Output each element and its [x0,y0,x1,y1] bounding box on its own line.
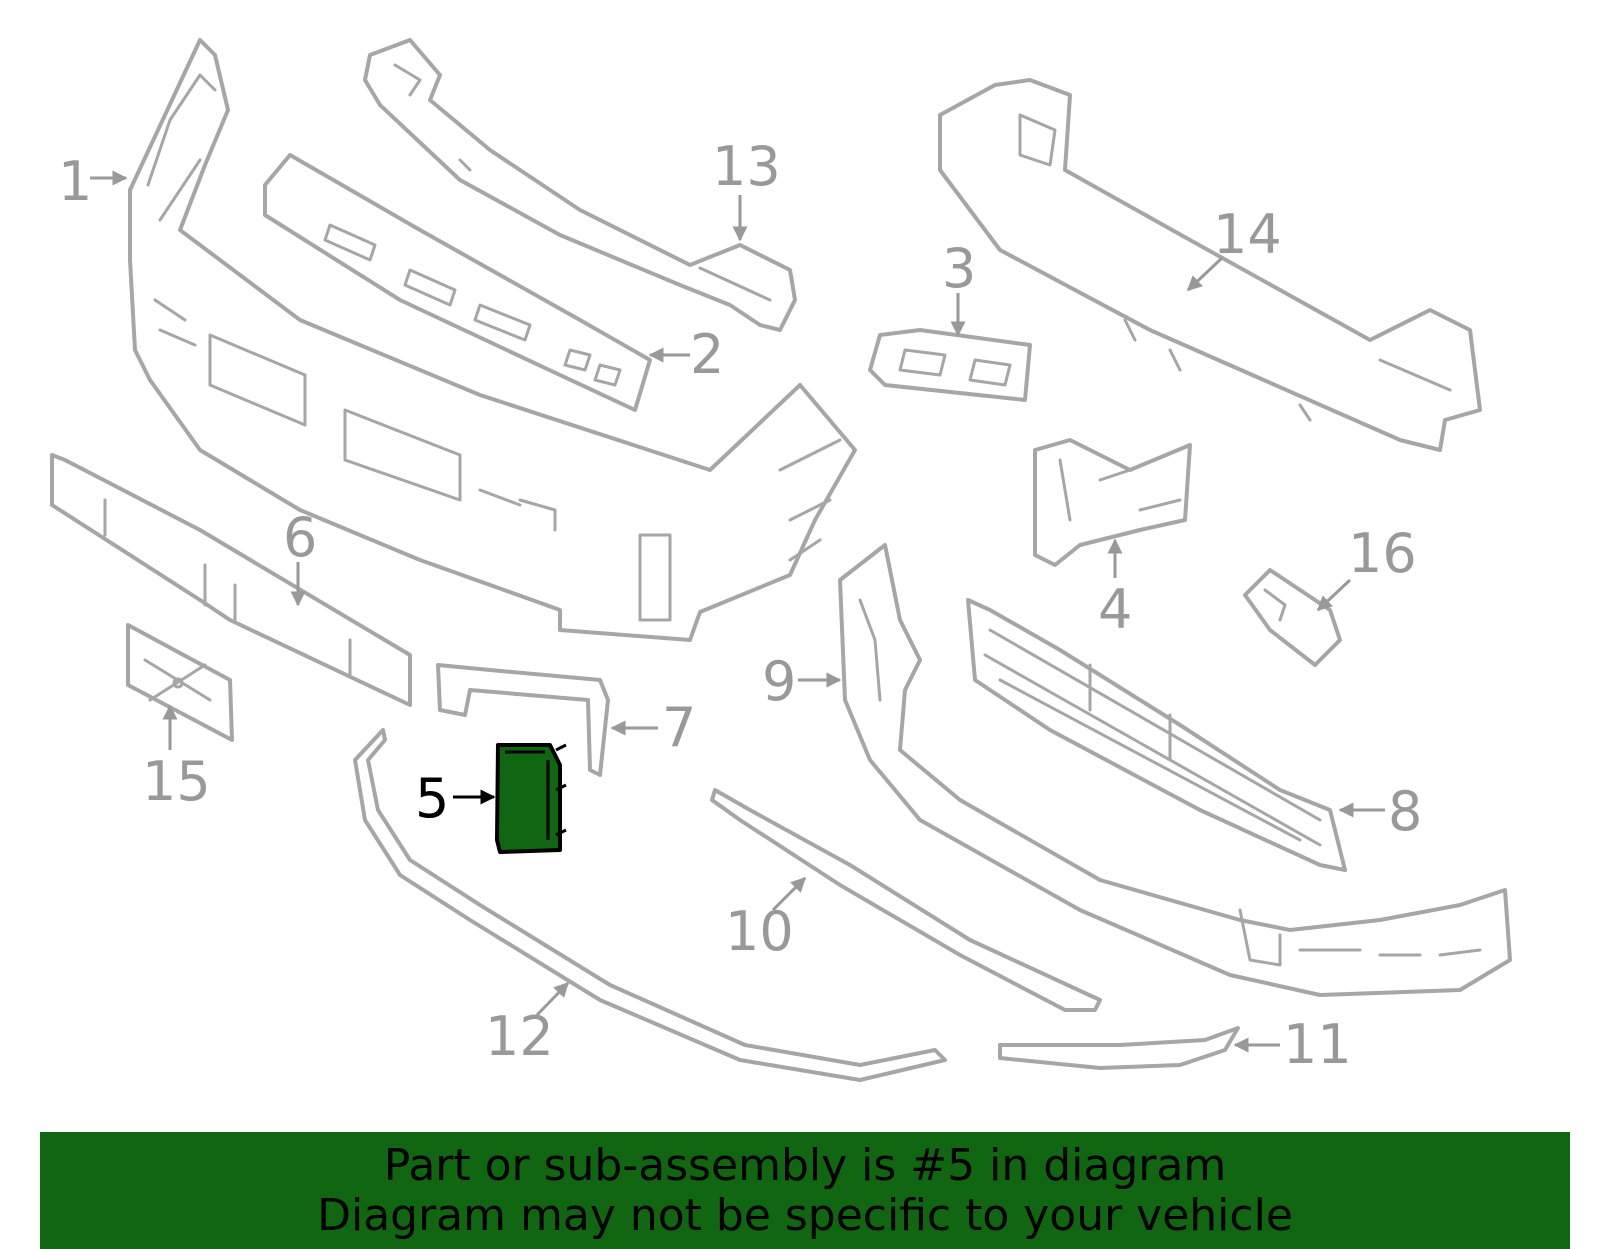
part-1-bumper-cover[interactable] [128,38,857,642]
callout-8: 8 [1338,780,1422,843]
callout-label: 16 [1348,522,1417,585]
callout-label: 3 [942,237,976,300]
callout-label: 11 [1283,1013,1352,1076]
part-12-lower-molding[interactable] [353,728,947,1082]
part-5-highlighted[interactable] [495,743,567,854]
callout-16: 16 [1316,522,1417,612]
callout-2: 2 [648,323,724,386]
callout-13: 13 [712,135,781,242]
callout-5: 5 [415,767,496,830]
part-3-bracket[interactable] [868,328,1032,402]
callout-label: 5 [415,767,449,830]
callout-label: 4 [1098,578,1132,641]
callout-label: 2 [690,323,724,386]
callout-label: 8 [1388,780,1422,843]
callout-11: 11 [1233,1013,1352,1076]
callout-3: 3 [942,237,976,337]
part-2-reinforcement[interactable] [263,153,652,412]
callout-4: 4 [1098,538,1132,641]
callout-label: 7 [662,696,696,759]
callout-label: 6 [283,506,317,569]
callout-label: 14 [1213,203,1282,266]
callout-label: 12 [485,1005,554,1068]
part-16-bracket[interactable] [1243,568,1342,667]
part-8-lower-grille[interactable] [966,598,1347,872]
banner-line-1: Part or sub-assembly is #5 in diagram [383,1139,1227,1191]
banner-line-2: Diagram may not be specific to your vehi… [317,1189,1293,1241]
callout-10: 10 [725,876,807,963]
callout-7: 7 [610,696,696,759]
part-7-trim-bracket[interactable] [436,663,610,777]
callout-label: 10 [725,900,794,963]
callout-9: 9 [762,650,842,713]
part-13-upper-bracket[interactable] [363,38,797,332]
callout-label: 9 [762,650,796,713]
callout-15: 15 [142,704,211,813]
info-banner: Part or sub-assembly is #5 in diagram Di… [40,1132,1570,1249]
callout-label: 15 [142,750,211,813]
part-6-lower-reinforcement[interactable] [50,453,412,707]
part-9-lower-valance[interactable] [838,543,1512,997]
part-14-impact-bar[interactable] [938,78,1482,452]
callout-label: 1 [58,150,92,213]
part-4-air-deflector[interactable] [1033,438,1192,567]
callout-14: 14 [1186,203,1282,292]
callout-1: 1 [58,150,128,213]
part-11-lower-molding[interactable] [998,1026,1240,1070]
callout-6: 6 [283,506,317,607]
callout-12: 12 [485,981,570,1068]
part-10-center-molding[interactable] [710,788,1102,1012]
part-15-license-bracket[interactable] [126,623,234,742]
callout-label: 13 [712,135,781,198]
